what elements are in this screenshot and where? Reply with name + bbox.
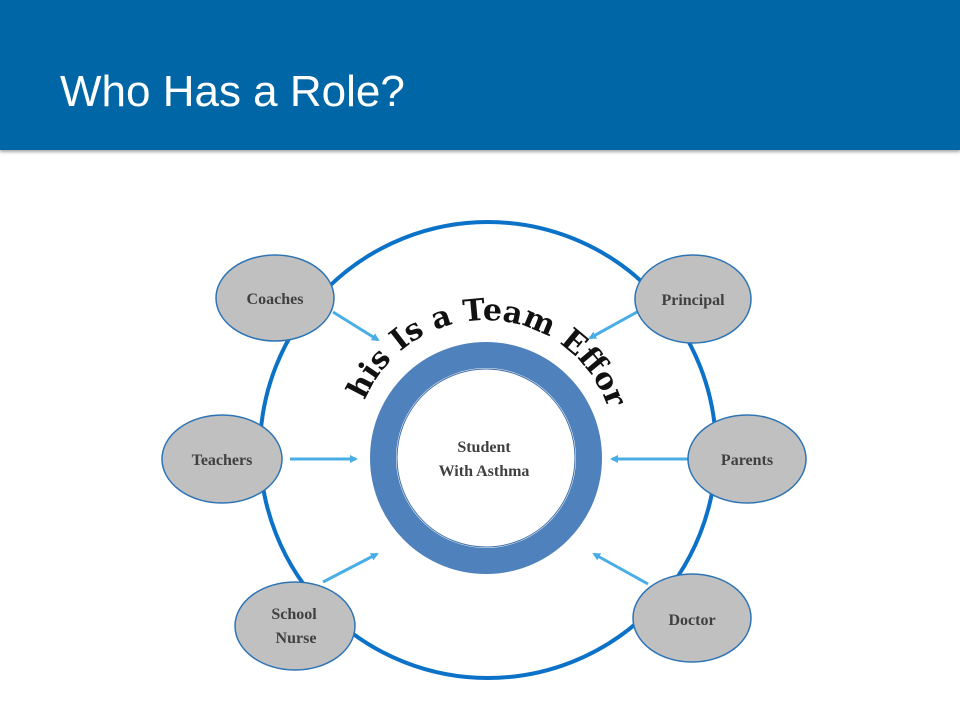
center-label-line1: Student <box>457 439 511 456</box>
node-school-nurse: School Nurse <box>234 581 356 671</box>
node-label-school-nurse-line1: School <box>271 606 317 623</box>
node-label-principal: Principal <box>661 292 725 309</box>
node-label-parents: Parents <box>721 452 773 469</box>
arrow-doctor <box>592 552 649 586</box>
center-ring-inner-edge <box>396 368 576 548</box>
arrow-principal <box>588 310 638 340</box>
header-bar: Who Has a Role? <box>0 0 960 150</box>
node-label-coaches: Coaches <box>247 291 304 308</box>
center-label-line2: With Asthma <box>439 463 530 480</box>
slide-title: Who Has a Role? <box>60 67 405 116</box>
node-teachers: Teachers <box>161 414 283 504</box>
center-ring <box>370 342 602 574</box>
arrow-coaches <box>332 310 380 342</box>
node-label-school-nurse-line2: Nurse <box>276 630 317 647</box>
node-principal: Principal <box>634 254 752 344</box>
node-label-doctor: Doctor <box>668 612 715 629</box>
node-doctor: Doctor <box>632 573 752 663</box>
team-effort-arc-text: This Is a Team Effort <box>0 0 634 413</box>
team-effort-arc-textpath: This Is a Team Effort <box>0 0 634 413</box>
node-label-teachers: Teachers <box>192 452 253 469</box>
node-parents: Parents <box>687 414 807 504</box>
node-coaches: Coaches <box>215 254 335 342</box>
arrow-school-nurse <box>322 552 379 584</box>
